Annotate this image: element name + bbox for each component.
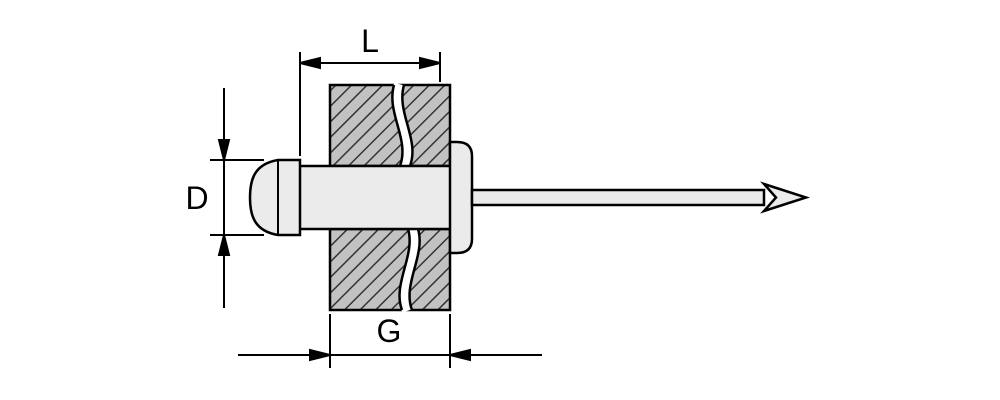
lower-plate-section	[328, 227, 452, 312]
length-arrow-left	[299, 56, 321, 70]
blind-head-outline	[448, 140, 474, 255]
dimensions: L D G	[185, 23, 542, 368]
grip-arrow-right	[449, 348, 471, 362]
rivet-head-outline	[248, 158, 302, 237]
dimension-diameter: D	[185, 88, 264, 308]
grip-arrow-left	[309, 348, 331, 362]
rivet-body	[296, 164, 454, 231]
upper-break-line-right	[401, 84, 414, 167]
rivet-sleeve	[296, 164, 454, 231]
dimension-grip: G	[238, 313, 542, 368]
mandrel-stem	[470, 188, 766, 207]
upper-plate-section	[328, 83, 452, 168]
mandrel-tip	[760, 181, 811, 214]
diameter-arrow-top	[217, 139, 231, 161]
lower-plate	[328, 226, 452, 313]
diameter-label: D	[185, 180, 208, 216]
length-arrow-right	[419, 56, 441, 70]
diameter-arrow-bottom	[217, 234, 231, 256]
upper-plate-break-gap	[392, 82, 413, 169]
length-label: L	[361, 23, 379, 59]
upper-plate	[328, 82, 452, 169]
rivet-blind-head	[448, 140, 474, 255]
upper-break-line-left	[391, 84, 404, 167]
lower-break-line-left	[398, 228, 411, 311]
rivet-head	[248, 158, 302, 237]
mandrel	[470, 181, 811, 214]
dimension-length: L	[299, 23, 441, 156]
lower-break-line-right	[408, 228, 421, 311]
grip-label: G	[377, 313, 402, 349]
lower-plate-break-gap	[399, 226, 420, 313]
